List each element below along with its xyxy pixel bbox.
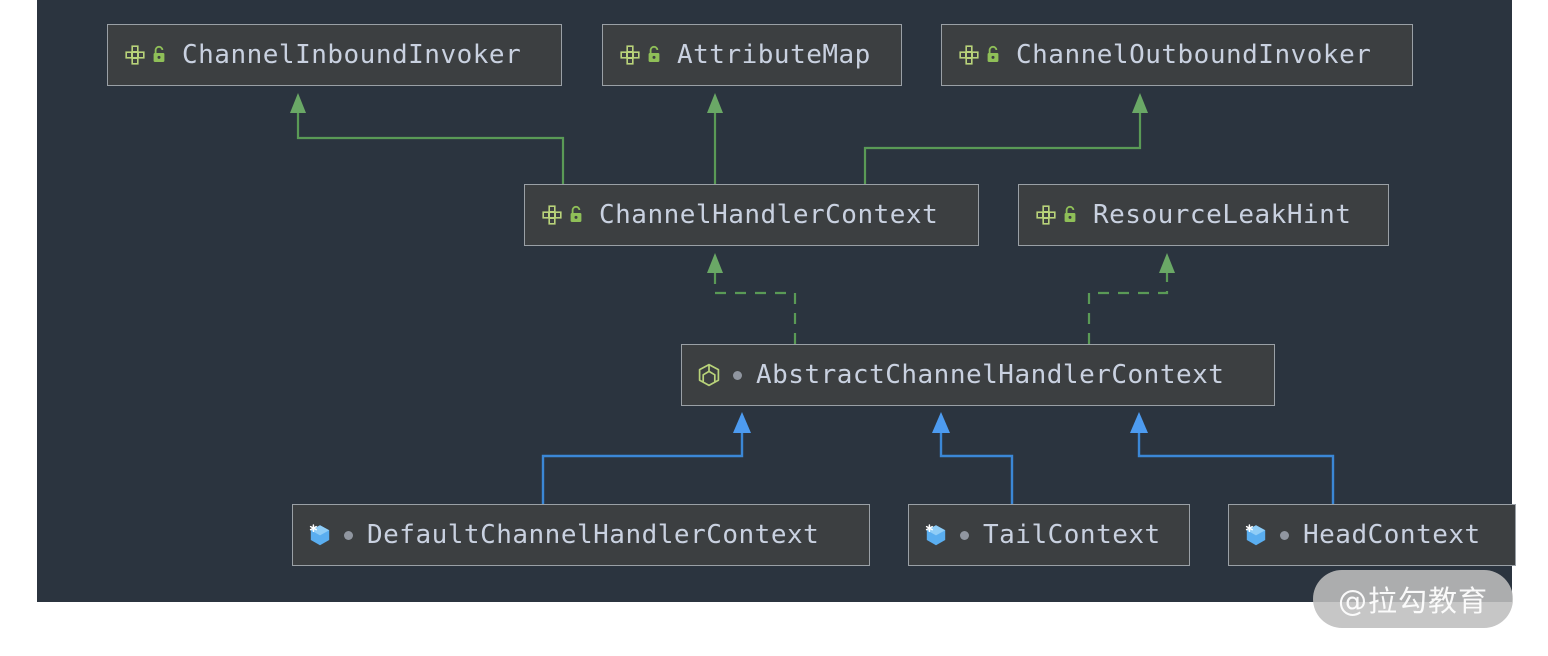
unlock-icon bbox=[567, 204, 585, 226]
node-default-channel-handler-context[interactable]: DefaultChannelHandlerContext bbox=[292, 504, 870, 566]
abstract-class-icon bbox=[696, 362, 722, 388]
unlock-icon bbox=[984, 44, 1002, 66]
final-class-icon bbox=[923, 522, 949, 548]
interface-icon bbox=[617, 42, 643, 68]
interface-icon bbox=[1033, 202, 1059, 228]
modifier-dot bbox=[733, 370, 742, 380]
node-channel-handler-context[interactable]: ChannelHandlerContext bbox=[524, 184, 979, 246]
node-label: ChannelOutboundInvoker bbox=[1016, 40, 1372, 70]
node-label: DefaultChannelHandlerContext bbox=[367, 520, 820, 550]
node-channel-inbound-invoker[interactable]: ChannelInboundInvoker bbox=[107, 24, 562, 86]
interface-icon bbox=[956, 42, 982, 68]
node-abstract-channel-handler-context[interactable]: AbstractChannelHandlerContext bbox=[681, 344, 1275, 406]
node-label: AbstractChannelHandlerContext bbox=[756, 360, 1225, 390]
edge-chc-to-outbound-invoker bbox=[863, 93, 1148, 184]
node-label: ResourceLeakHint bbox=[1093, 200, 1352, 230]
edge-head-to-achc bbox=[1130, 412, 1335, 504]
edge-dchc-to-achc bbox=[541, 412, 751, 504]
node-label: HeadContext bbox=[1303, 520, 1481, 550]
unlock-icon bbox=[645, 44, 663, 66]
node-label: TailContext bbox=[983, 520, 1161, 550]
node-resource-leak-hint[interactable]: ResourceLeakHint bbox=[1018, 184, 1389, 246]
node-label: ChannelInboundInvoker bbox=[182, 40, 522, 70]
node-label: ChannelHandlerContext bbox=[599, 200, 939, 230]
uml-diagram-canvas[interactable]: ChannelInboundInvoker bbox=[37, 0, 1516, 602]
node-label: AttributeMap bbox=[677, 40, 871, 70]
unlock-icon bbox=[1061, 204, 1079, 226]
modifier-dot bbox=[1280, 530, 1289, 540]
edge-achc-to-chc bbox=[707, 253, 797, 344]
modifier-dot bbox=[344, 530, 353, 540]
edge-layer bbox=[290, 93, 1335, 504]
interface-icon bbox=[539, 202, 565, 228]
modifier-dot bbox=[960, 530, 969, 540]
node-tail-context[interactable]: TailContext bbox=[908, 504, 1190, 566]
edge-achc-to-resource-leak-hint bbox=[1087, 253, 1175, 344]
unlock-icon bbox=[150, 44, 168, 66]
node-head-context[interactable]: HeadContext bbox=[1228, 504, 1516, 566]
edge-chc-to-attribute-map bbox=[707, 93, 723, 184]
edge-tail-to-achc bbox=[932, 412, 1014, 504]
node-attribute-map[interactable]: AttributeMap bbox=[602, 24, 902, 86]
final-class-icon bbox=[1243, 522, 1269, 548]
edge-chc-to-inbound-invoker bbox=[290, 93, 565, 184]
interface-icon bbox=[122, 42, 148, 68]
final-class-icon bbox=[307, 522, 333, 548]
node-channel-outbound-invoker[interactable]: ChannelOutboundInvoker bbox=[941, 24, 1413, 86]
